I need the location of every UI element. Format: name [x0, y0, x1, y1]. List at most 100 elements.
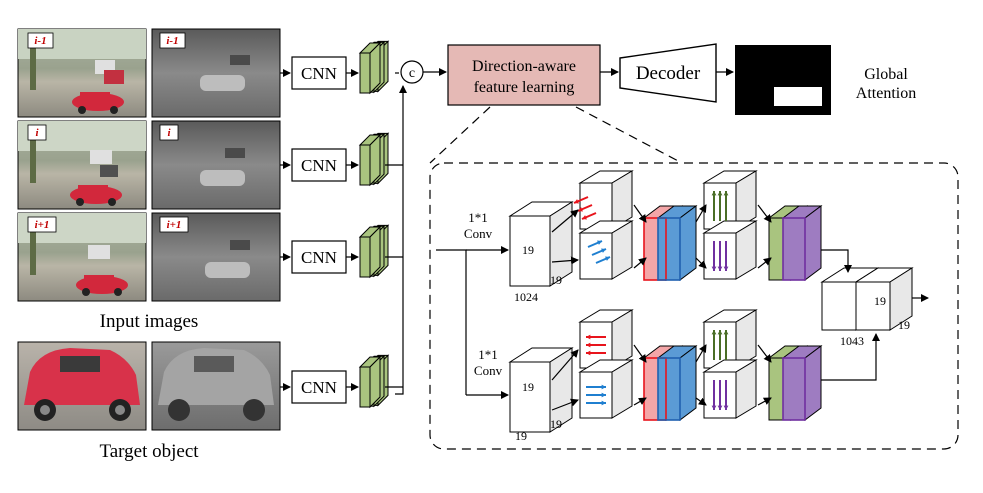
split-line — [436, 249, 467, 395]
detail-network — [436, 170, 929, 433]
top-1x1-conv-cube — [508, 201, 574, 287]
cnn-branches: CNN CNN CNN CNN — [280, 40, 403, 409]
direction-arrows-icon — [587, 240, 603, 248]
top-conv-label-1: 1*1 — [468, 210, 488, 225]
global-attention-map — [735, 45, 831, 115]
frame-i-1-color: i-1 — [17, 28, 147, 118]
top-red-blue-fusion — [642, 205, 698, 281]
direction-arrows-icon — [711, 380, 717, 410]
bottom-1x1-conv-cube — [508, 347, 574, 433]
bottom-vertical-direction-block — [702, 309, 758, 419]
conv-to-direction-arrow — [551, 256, 579, 265]
direction-arrows-icon — [591, 248, 607, 256]
output-cube-right — [854, 267, 914, 331]
svg-text:Direction-aware: Direction-aware — [472, 58, 576, 75]
feature-map-stack — [358, 132, 390, 187]
direction-arrows-icon — [723, 380, 729, 410]
feature-map-stack — [358, 354, 390, 409]
blue-feature-slab — [656, 345, 698, 421]
direction-arrows-icon — [717, 241, 723, 271]
direction-arrows-icon — [711, 330, 717, 360]
conv-to-direction-arrow — [551, 349, 579, 381]
global-attention-label-line1: Global — [864, 66, 908, 83]
collector-line — [395, 92, 404, 395]
direction-arrows-icon — [581, 212, 597, 220]
direction-arrows-icon — [717, 330, 723, 360]
conv-to-direction-arrow — [551, 398, 579, 411]
fusion-to-vertical-arrow — [695, 397, 707, 406]
target-object-color — [17, 341, 147, 431]
direction-cube-lower — [702, 359, 758, 419]
direction-arrows-icon — [586, 392, 606, 398]
frame-i+1-color: i+1 — [17, 212, 147, 302]
output-cube-depth: 1043 — [840, 334, 864, 348]
target-object-caption: Target object — [99, 441, 199, 462]
bottom-horizontal-direction-block — [578, 309, 634, 419]
direction-arrows-icon — [586, 400, 606, 406]
frame-label: i-1 — [166, 35, 178, 47]
svg-text:CNN: CNN — [301, 64, 337, 83]
to-fusion-arrow — [757, 257, 772, 269]
svg-text:CNN: CNN — [301, 156, 337, 175]
to-fusion-arrow — [633, 397, 647, 406]
bottom-conv-label-2: Conv — [474, 363, 503, 378]
output-cube-size-a: 19 — [874, 294, 886, 308]
direction-arrows-icon — [586, 384, 606, 390]
feature-map-stack — [358, 40, 390, 95]
bottom-cube-depth: 19 — [515, 429, 527, 443]
svg-text:feature learning: feature learning — [474, 79, 575, 96]
direction-arrows-icon — [577, 204, 593, 212]
to-fusion-arrow — [757, 344, 772, 363]
direction-arrows-icon — [573, 196, 589, 204]
cnn-block: CNN — [291, 56, 347, 90]
to-fusion-arrow — [633, 344, 647, 363]
cnn-block: CNN — [291, 240, 347, 274]
to-fusion-arrow — [757, 397, 772, 406]
output-concat-cube — [820, 267, 914, 331]
direction-cube-upper — [578, 309, 634, 369]
top-cube-size-b: 19 — [550, 273, 562, 287]
svg-text:c: c — [409, 66, 415, 81]
direction-cube-lower — [702, 220, 758, 280]
frame-i-gray: i — [151, 120, 281, 210]
concat-circle-icon: c — [400, 60, 424, 84]
purple-feature-slab — [781, 345, 823, 421]
detail-panel — [429, 162, 959, 450]
direction-arrows-icon — [723, 241, 729, 271]
direction-arrows-icon — [711, 191, 717, 221]
top-cube-depth: 1024 — [514, 290, 538, 304]
direction-arrows-icon — [586, 350, 606, 356]
direction-arrows-icon — [711, 241, 717, 271]
zoom-line-left — [429, 106, 491, 164]
cnn-block: CNN — [291, 148, 347, 182]
top-vertical-direction-block — [702, 170, 758, 280]
top-horizontal-direction-block — [573, 170, 634, 280]
bottom-cube-size-a: 19 — [522, 380, 534, 394]
direction-arrows-icon — [595, 256, 611, 264]
cnn-block: CNN — [291, 370, 347, 404]
top-conv-label-2: Conv — [464, 226, 493, 241]
direction-cube-upper — [578, 170, 634, 230]
zoom-line-right — [575, 106, 683, 164]
frame-label: i — [167, 127, 171, 139]
direction-arrows-icon — [586, 334, 606, 340]
direction-cube-lower — [578, 220, 634, 280]
direction-arrows-icon — [717, 380, 723, 410]
direction-cube-upper — [702, 170, 758, 230]
to-fusion-arrow — [757, 204, 772, 223]
fusion-to-vertical-arrow — [695, 257, 707, 269]
output-cube-size-b: 19 — [898, 318, 910, 332]
frame-label: i+1 — [167, 219, 182, 231]
to-fusion-arrow — [633, 257, 647, 269]
decoder-block: Decoder — [619, 43, 717, 103]
feature-map-stack — [358, 224, 390, 279]
blue-feature-slab — [656, 205, 698, 281]
frame-i+1-gray: i+1 — [151, 212, 281, 302]
frame-label: i+1 — [35, 219, 50, 231]
frame-label: i-1 — [34, 35, 46, 47]
input-images-caption: Input images — [100, 311, 199, 332]
frame-i-1-gray: i-1 — [151, 28, 281, 118]
svg-text:CNN: CNN — [301, 378, 337, 397]
direction-arrows-icon — [717, 191, 723, 221]
